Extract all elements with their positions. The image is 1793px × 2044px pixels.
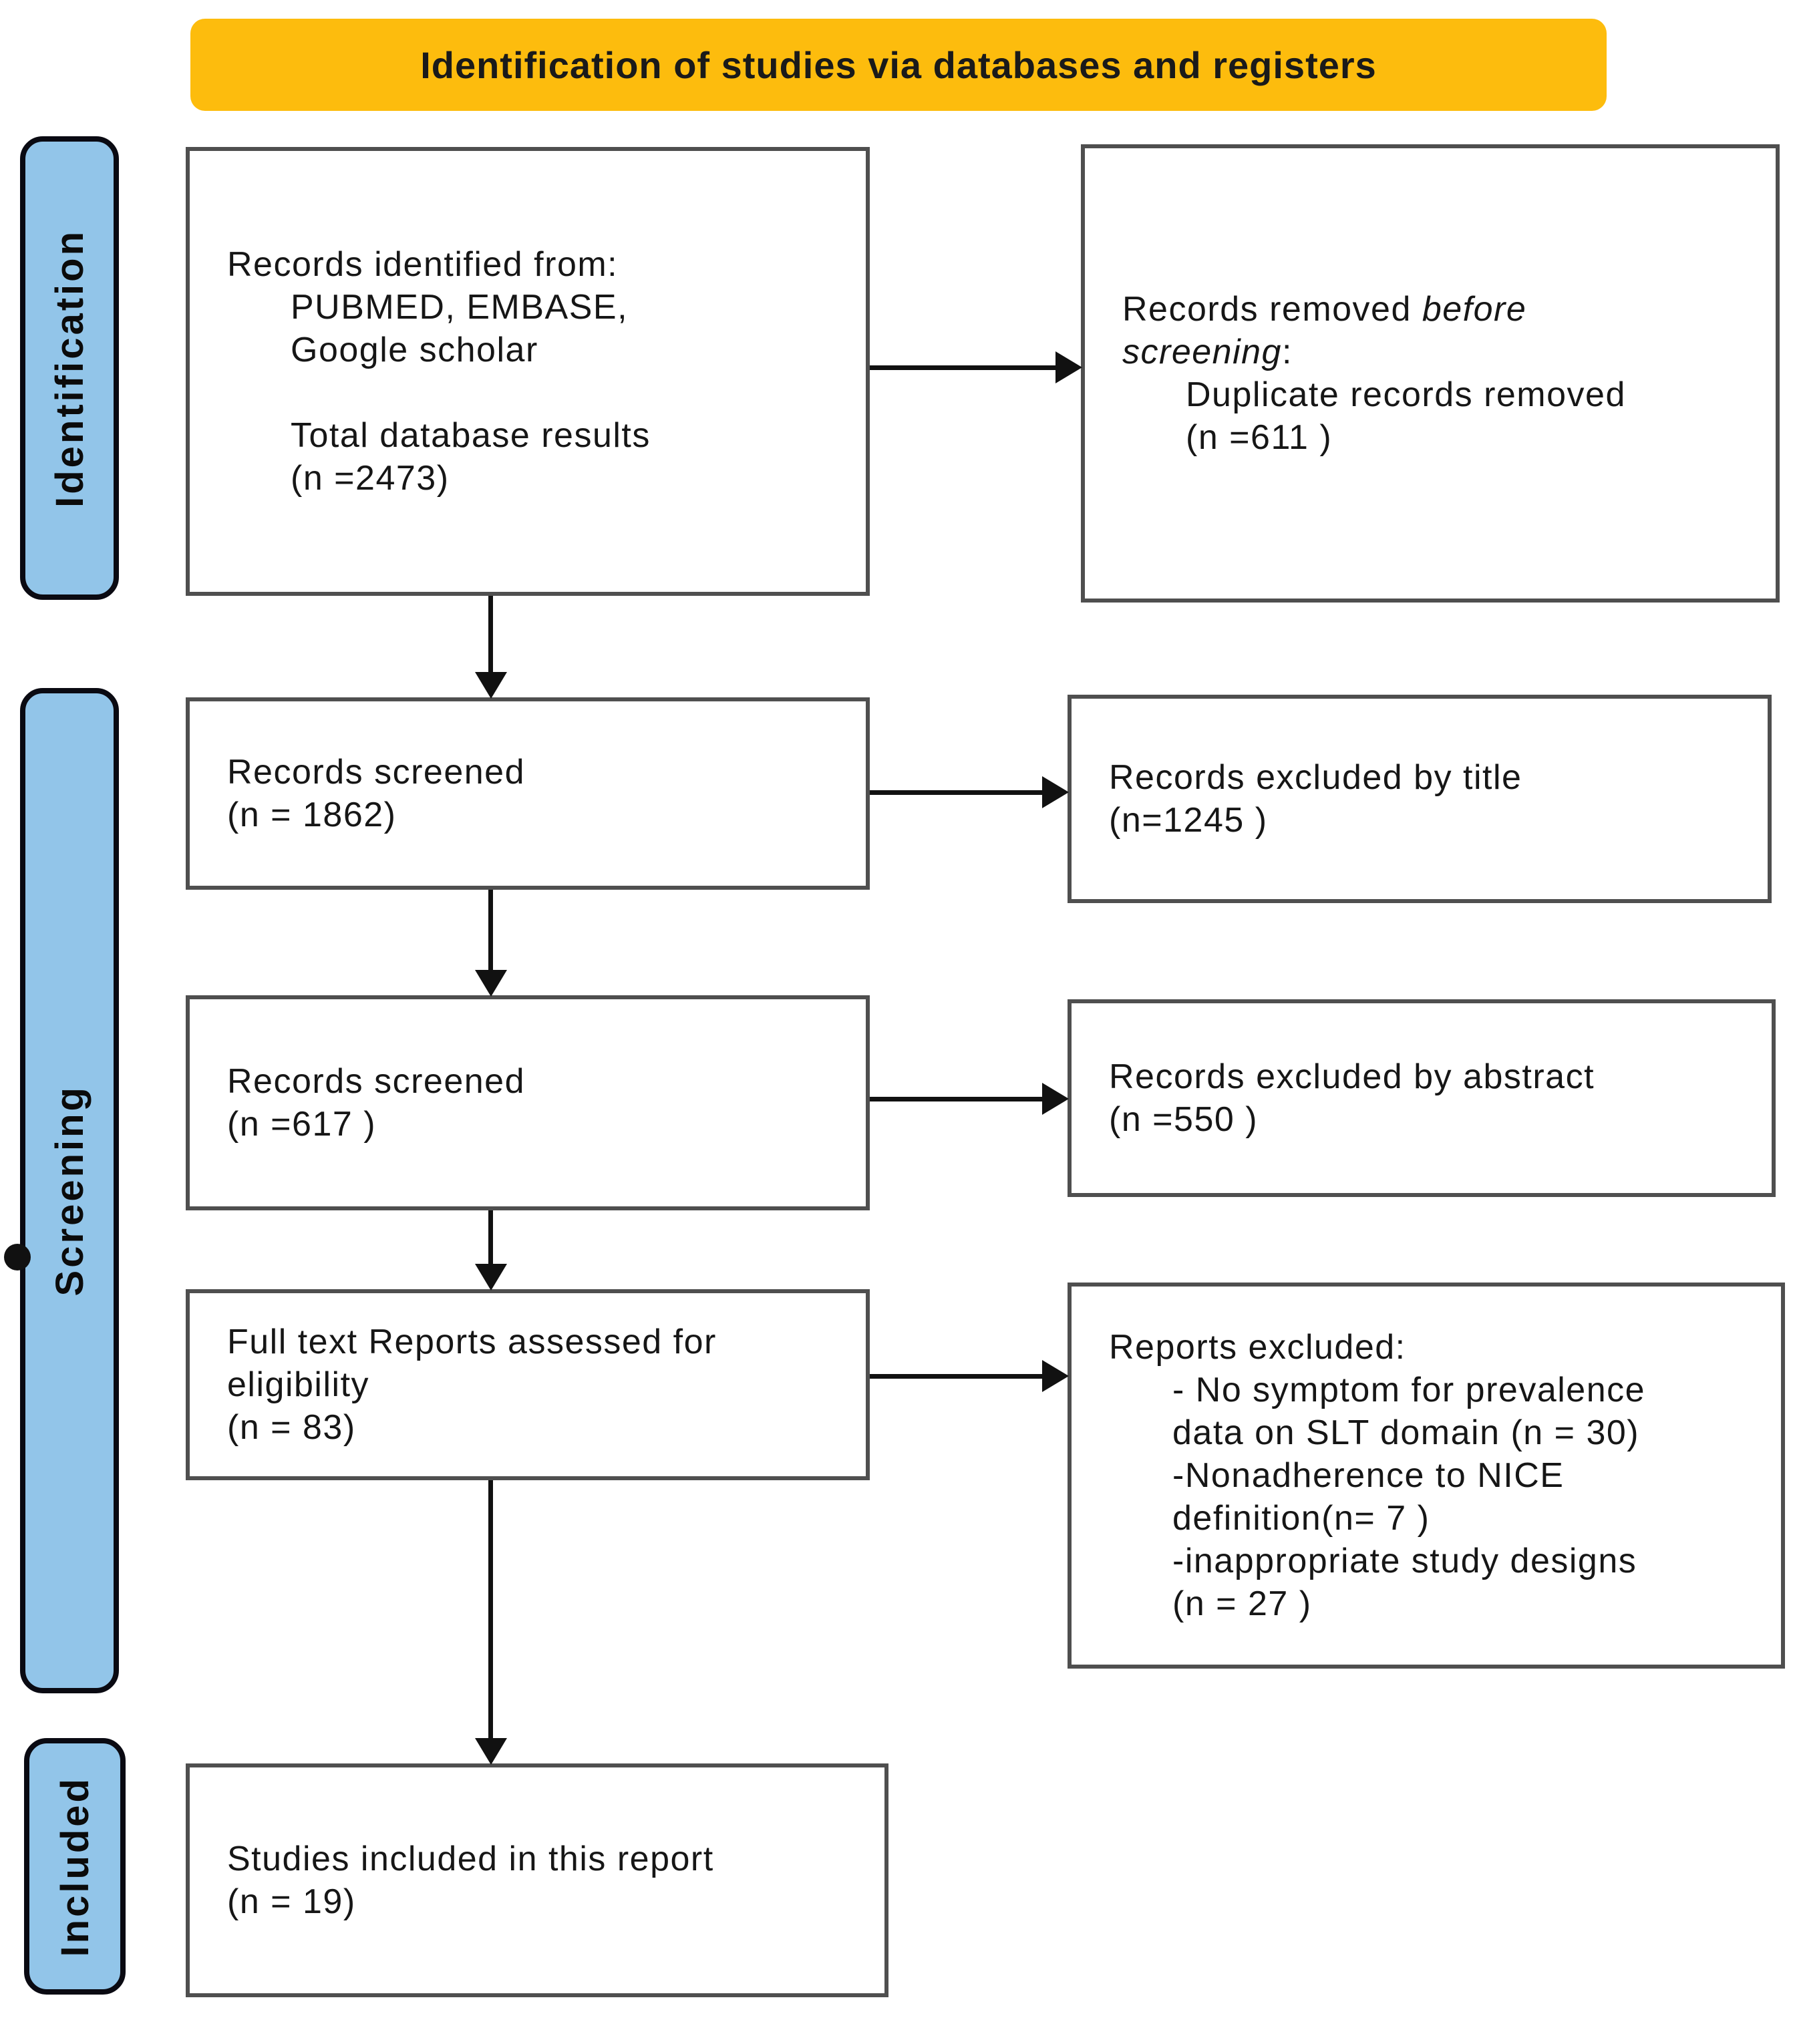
box-text-line: (n =2473) [291, 459, 450, 498]
arrow-head-down-icon [475, 1264, 507, 1291]
box-fulltext-assessed: Full text Reports assessed for eligibili… [186, 1289, 870, 1480]
box-text-line: Full text Reports assessed for [227, 1323, 717, 1361]
arrow-shaft [870, 1097, 1042, 1101]
box-text-line: -inappropriate study designs [1172, 1542, 1637, 1580]
box-text-line: Records identified from: [227, 245, 619, 284]
box-text-line: data on SLT domain (n = 30) [1172, 1413, 1640, 1452]
box-text-line: Total database results [291, 416, 651, 455]
ink-dot [4, 1244, 31, 1270]
phase-bar-included: Included [24, 1738, 126, 1995]
box-records-removed-before-screening: Records removed before screening: Duplic… [1081, 144, 1780, 603]
arrow-shaft [870, 790, 1042, 795]
phase-bar-screening: Screening [20, 688, 119, 1693]
arrow-head-down-icon [475, 1738, 507, 1765]
box-records-excluded-by-abstract: Records excluded by abstract (n =550 ) [1068, 999, 1776, 1197]
box-text-line: (n = 83) [227, 1408, 356, 1447]
box-text-segment-italic: screening [1122, 333, 1282, 371]
box-text-line: - No symptom for prevalence [1172, 1371, 1646, 1409]
arrow-head-down-icon [475, 672, 507, 699]
box-text-line: Reports excluded: [1109, 1328, 1406, 1367]
arrow-shaft [488, 1210, 493, 1264]
arrow-shaft [488, 1480, 493, 1738]
box-text-line: Studies included in this report [227, 1840, 714, 1878]
box-text-segment: Records removed [1122, 290, 1422, 329]
box-text-line: Records excluded by abstract [1109, 1057, 1595, 1096]
arrow-head-right-icon [1042, 776, 1069, 808]
box-text-line: (n=1245 ) [1109, 801, 1268, 840]
box-text-line: eligibility [227, 1365, 370, 1404]
arrow-shaft [870, 365, 1055, 370]
box-reports-excluded: Reports excluded: - No symptom for preva… [1068, 1283, 1785, 1669]
box-text-line: definition(n= 7 ) [1172, 1499, 1430, 1538]
diagram-title: Identification of studies via databases … [420, 43, 1377, 86]
box-studies-included: Studies included in this report (n = 19) [186, 1763, 888, 1997]
phase-label-identification: Identification [47, 228, 92, 508]
box-text-line: (n = 27 ) [1172, 1584, 1312, 1623]
arrow-head-down-icon [475, 970, 507, 997]
box-records-screened-abstract: Records screened (n =617 ) [186, 995, 870, 1210]
arrow-head-right-icon [1042, 1360, 1069, 1392]
phase-bar-identification: Identification [20, 136, 119, 600]
box-records-excluded-by-title: Records excluded by title (n=1245 ) [1068, 695, 1772, 903]
arrow-shaft [488, 596, 493, 672]
box-text-line: (n =611 ) [1186, 418, 1333, 457]
box-text-segment: : [1281, 333, 1293, 371]
box-text-line: (n = 1862) [227, 796, 397, 834]
box-text-line: screening: [1122, 331, 1758, 373]
box-text-segment-italic: before [1422, 290, 1527, 329]
box-text-line: Records removed before [1122, 288, 1758, 331]
box-text-line: (n =617 ) [227, 1105, 377, 1144]
box-text-line: -Nonadherence to NICE [1172, 1456, 1565, 1495]
arrow-head-right-icon [1055, 351, 1082, 383]
box-text-line: Google scholar [291, 331, 538, 369]
arrow-shaft [488, 890, 493, 970]
arrow-shaft [870, 1374, 1042, 1379]
box-text-line: (n = 19) [227, 1882, 356, 1921]
box-records-screened-title: Records screened (n = 1862) [186, 697, 870, 890]
box-records-identified: Records identified from: PUBMED, EMBASE,… [186, 147, 870, 596]
box-text-line: Duplicate records removed [1186, 375, 1626, 414]
box-text-line: (n =550 ) [1109, 1100, 1259, 1139]
box-text-line: Records screened [227, 753, 525, 792]
box-text-line: Records excluded by title [1109, 758, 1522, 797]
box-text-line: Records screened [227, 1062, 525, 1101]
title-banner: Identification of studies via databases … [190, 19, 1607, 111]
phase-label-included: Included [53, 1775, 97, 1957]
box-text-line: PUBMED, EMBASE, [291, 288, 629, 327]
arrow-head-right-icon [1042, 1083, 1069, 1115]
phase-label-screening: Screening [47, 1085, 92, 1297]
